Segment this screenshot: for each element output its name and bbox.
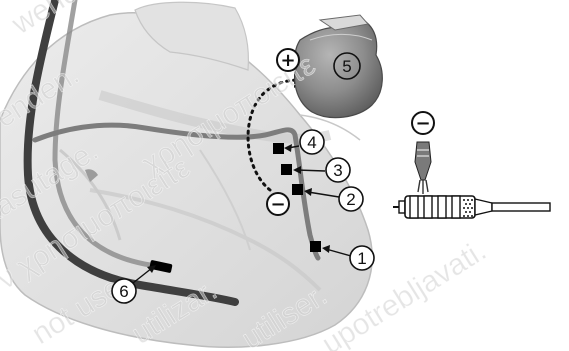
electrode-4 xyxy=(273,143,284,154)
label-5: 5 xyxy=(342,57,351,76)
minus-icon: − xyxy=(270,194,285,215)
electrode-2 xyxy=(292,184,303,195)
label-6: 6 xyxy=(119,282,128,301)
probe-clip-icon xyxy=(415,142,431,180)
minus-symbol-connector: − xyxy=(412,112,434,134)
plus-symbol: + xyxy=(277,49,299,71)
label-3: 3 xyxy=(333,161,342,180)
electrode-1 xyxy=(310,241,321,252)
label-4: 4 xyxy=(307,133,316,152)
electrode-3 xyxy=(281,164,292,175)
lead-connector-pin xyxy=(393,196,550,218)
plus-icon: + xyxy=(280,50,295,71)
minus-icon: − xyxy=(415,113,430,134)
label-2: 2 xyxy=(346,190,355,209)
label-1: 1 xyxy=(357,249,366,268)
minus-symbol-electrode: − xyxy=(267,193,289,215)
connector-inset: − xyxy=(393,112,550,218)
